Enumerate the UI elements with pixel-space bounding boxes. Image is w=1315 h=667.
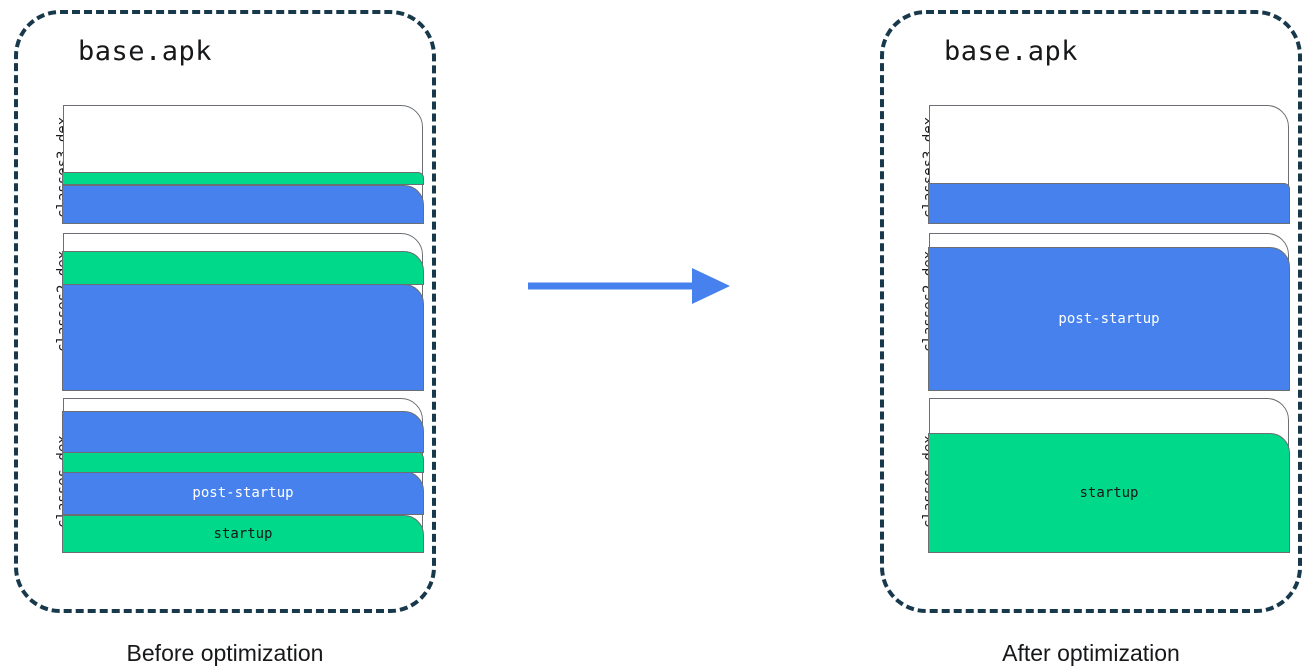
apk-title-before: base.apk xyxy=(78,36,213,67)
dex-box-classes-after: startup xyxy=(928,398,1290,553)
apk-title-after: base.apk xyxy=(944,36,1079,67)
dex-box-classes2-after: post-startup xyxy=(928,233,1290,391)
segment-post-startup xyxy=(62,283,424,391)
segment-post-startup: post-startup xyxy=(62,471,424,515)
segment-post-startup xyxy=(928,182,1290,224)
segment-label: post-startup xyxy=(192,485,294,501)
dex-box-classes-before: startup post-startup xyxy=(62,398,424,553)
segment-label: startup xyxy=(1079,484,1139,501)
dex-box-classes2-before xyxy=(62,233,424,391)
segment-startup: startup xyxy=(928,432,1290,553)
dex-box-classes3-before xyxy=(62,105,424,224)
segment-startup: startup xyxy=(62,514,424,553)
caption-after: After optimization xyxy=(1002,640,1180,666)
transition-arrow-icon xyxy=(528,268,730,304)
apk-panel-before xyxy=(14,10,436,613)
segment-label: startup xyxy=(213,525,273,542)
segment-post-startup: post-startup xyxy=(928,246,1290,391)
apk-panel-after xyxy=(880,10,1302,613)
dex-box-classes3-after xyxy=(928,105,1290,224)
segment-post-startup xyxy=(62,184,424,224)
segment-label: post-startup xyxy=(1058,310,1160,327)
segment-startup xyxy=(62,451,424,473)
segment-post-startup xyxy=(62,411,424,453)
caption-before: Before optimization xyxy=(126,640,324,666)
segment-startup xyxy=(62,172,424,185)
transition-arrow-wrap xyxy=(520,262,740,310)
segment-startup xyxy=(62,251,424,285)
